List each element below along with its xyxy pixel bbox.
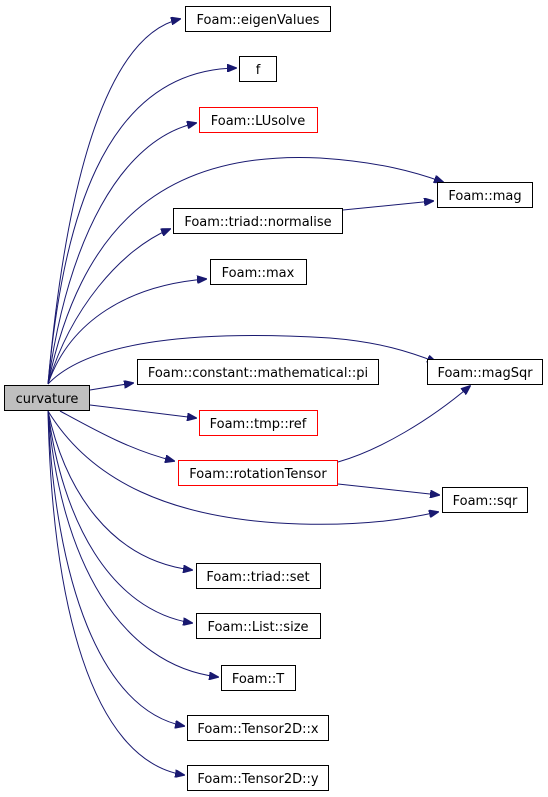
node-max[interactable]: Foam::max bbox=[210, 259, 307, 285]
edge-curvature-tensory bbox=[47, 410, 184, 775]
node-tmp-ref-label: Foam::tmp::ref bbox=[210, 417, 307, 432]
node-tensor2d-y-label: Foam::Tensor2D::y bbox=[197, 772, 318, 787]
node-sqr[interactable]: Foam::sqr bbox=[442, 487, 528, 513]
node-f-label: f bbox=[256, 63, 261, 78]
node-t[interactable]: Foam::T bbox=[221, 665, 296, 691]
node-rotationtensor[interactable]: Foam::rotationTensor bbox=[178, 460, 338, 486]
edge-curvature-tmpref bbox=[89, 404, 196, 418]
edge-normalise-mag bbox=[342, 201, 433, 211]
edge-curvature-pi bbox=[89, 383, 133, 391]
node-triad-set-label: Foam::triad::set bbox=[206, 570, 309, 585]
edge-curvature-sqr bbox=[47, 410, 438, 525]
edge-curvature-lusolve bbox=[47, 123, 196, 385]
node-mag-label: Foam::mag bbox=[448, 189, 521, 204]
node-triad-set[interactable]: Foam::triad::set bbox=[196, 563, 321, 589]
edge-curvature-magsqr bbox=[47, 335, 436, 385]
edge-curvature-eigenvalues bbox=[47, 19, 180, 385]
node-lusolve-label: Foam::LUsolve bbox=[211, 114, 306, 129]
node-t-label: Foam::T bbox=[232, 672, 284, 687]
node-curvature-label: curvature bbox=[16, 392, 79, 407]
node-rotationtensor-label: Foam::rotationTensor bbox=[189, 467, 327, 482]
edge-curvature-t bbox=[47, 410, 218, 677]
edge-curvature-triadset bbox=[47, 410, 192, 570]
node-pi-label: Foam::constant::mathematical::pi bbox=[148, 366, 368, 381]
node-eigenvalues-label: Foam::eigenValues bbox=[197, 13, 320, 28]
node-eigenvalues[interactable]: Foam::eigenValues bbox=[185, 6, 331, 32]
edge-rotationtensor-magsqr bbox=[337, 386, 470, 463]
node-f[interactable]: f bbox=[239, 56, 277, 82]
node-list-size[interactable]: Foam::List::size bbox=[196, 613, 321, 639]
edge-curvature-listsize bbox=[47, 410, 192, 623]
edge-curvature-normalise bbox=[47, 229, 170, 385]
edge-curvature-rotationtensor bbox=[59, 410, 174, 461]
edge-curvature-f bbox=[47, 68, 236, 385]
node-mag[interactable]: Foam::mag bbox=[437, 182, 533, 208]
node-magsqr[interactable]: Foam::magSqr bbox=[427, 359, 543, 385]
node-normalise-label: Foam::triad::normalise bbox=[184, 215, 331, 230]
node-sqr-label: Foam::sqr bbox=[453, 494, 518, 509]
node-tensor2d-y[interactable]: Foam::Tensor2D::y bbox=[187, 765, 329, 791]
node-magsqr-label: Foam::magSqr bbox=[437, 366, 533, 381]
node-tmp-ref[interactable]: Foam::tmp::ref bbox=[199, 410, 318, 436]
node-tensor2d-x-label: Foam::Tensor2D::x bbox=[197, 722, 318, 737]
node-lusolve[interactable]: Foam::LUsolve bbox=[199, 107, 318, 133]
edge-curvature-mag bbox=[47, 156, 443, 385]
node-tensor2d-x[interactable]: Foam::Tensor2D::x bbox=[187, 715, 329, 741]
edge-curvature-max bbox=[47, 279, 206, 385]
node-curvature[interactable]: curvature bbox=[4, 385, 90, 411]
node-normalise[interactable]: Foam::triad::normalise bbox=[173, 208, 343, 234]
edge-rotationtensor-sqr bbox=[337, 483, 439, 495]
node-pi[interactable]: Foam::constant::mathematical::pi bbox=[137, 359, 379, 385]
node-list-size-label: Foam::List::size bbox=[207, 620, 308, 635]
edge-curvature-tensorx bbox=[47, 410, 184, 726]
node-max-label: Foam::max bbox=[222, 266, 295, 281]
